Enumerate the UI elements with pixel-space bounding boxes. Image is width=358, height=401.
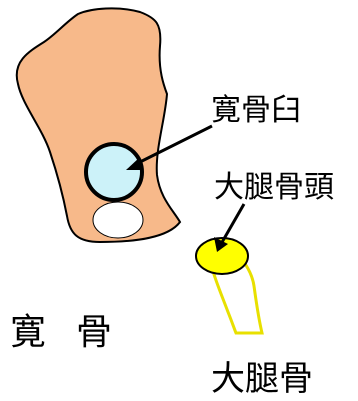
femur-label: 大腿骨 xyxy=(211,362,313,396)
hip-bone-label-char1: 寛 xyxy=(10,312,46,353)
hip-bone-label: 寛骨 xyxy=(10,315,112,351)
obturator-foramen xyxy=(93,202,143,238)
femoral-head-label: 大腿骨頭 xyxy=(214,173,334,203)
acetabulum-circle xyxy=(86,144,142,200)
hip-bone-shape xyxy=(17,8,180,242)
hip-bone-label-char2: 骨 xyxy=(76,312,112,353)
femoral-head-arrow xyxy=(221,204,244,244)
acetabulum-label: 寛骨臼 xyxy=(211,96,301,126)
